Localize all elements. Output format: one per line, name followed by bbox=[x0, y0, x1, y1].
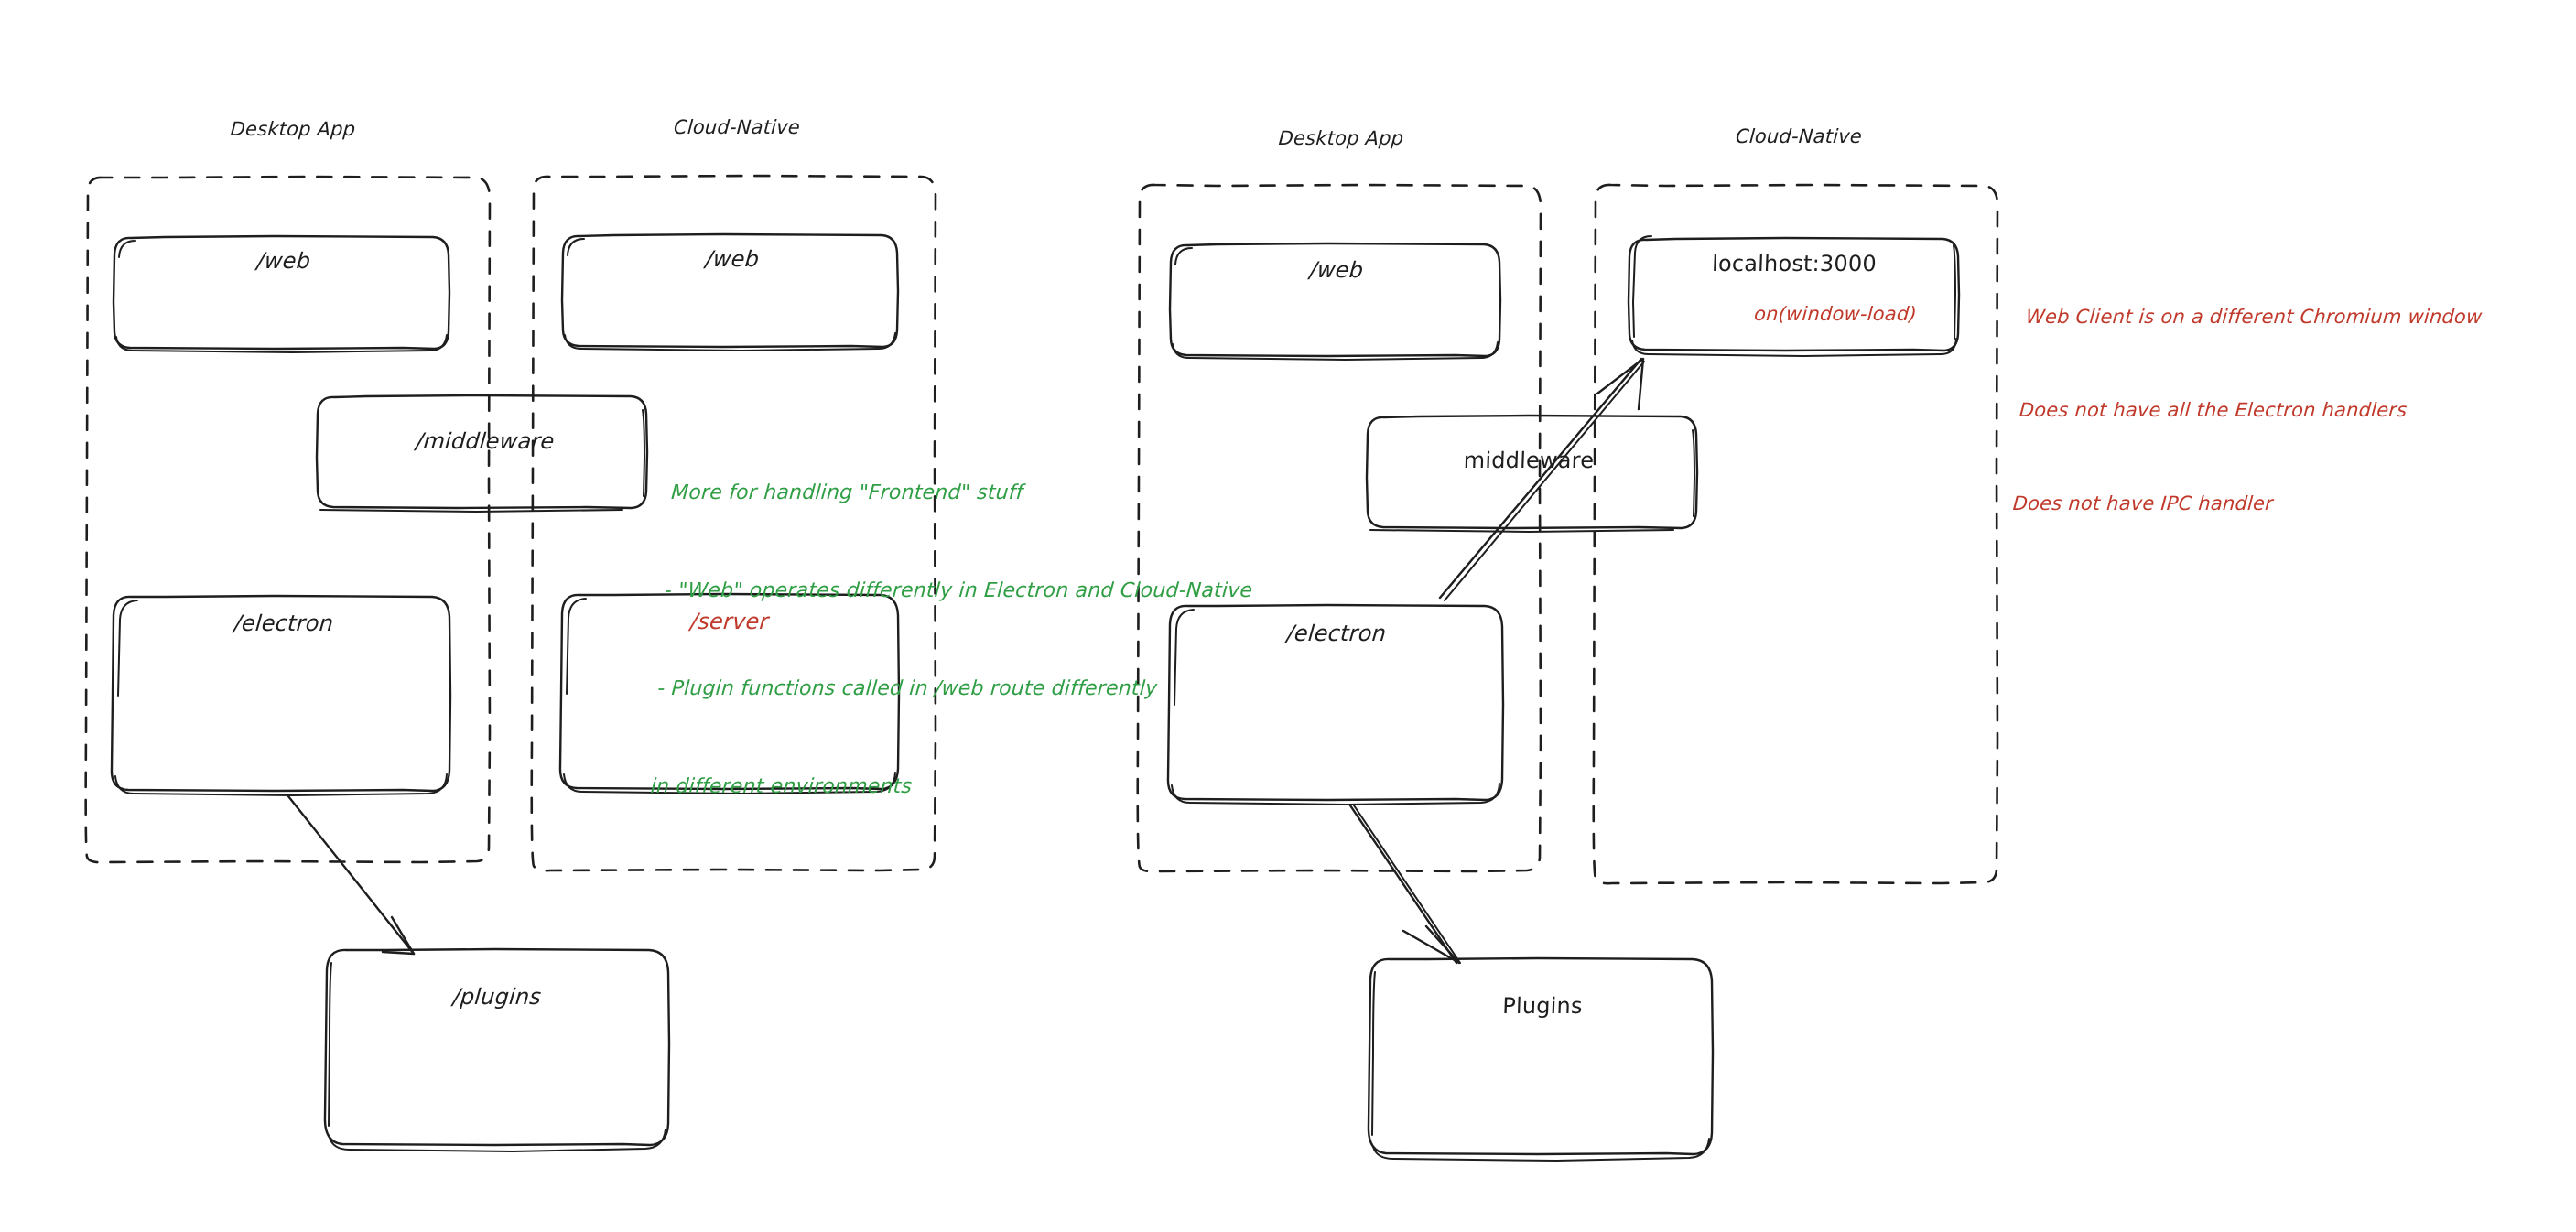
right-localhost-sublabel: on(window-load) bbox=[1753, 303, 1918, 325]
right-middleware-box-overstroke bbox=[1369, 429, 1695, 533]
right-desktop-app-label: Desktop App bbox=[1277, 127, 1405, 149]
left-middleware-label: /middleware bbox=[415, 428, 556, 454]
left-cloud-native-container bbox=[530, 174, 937, 872]
left-plugins-box[interactable] bbox=[323, 947, 671, 1147]
right-electron-box-overstroke bbox=[1171, 609, 1500, 805]
frontend-note-line-4: in different environments bbox=[649, 774, 914, 798]
right-electron-to-localhost-arrow-shaft-2 bbox=[1444, 361, 1645, 601]
right-electron-to-localhost-arrow-shaft bbox=[1438, 357, 1643, 600]
right-desktop-web-box-overstroke bbox=[1172, 247, 1499, 361]
right-plugins-box-overstroke bbox=[1371, 971, 1710, 1162]
right-electron-to-plugins-arrow-shaft-2 bbox=[1353, 805, 1461, 964]
right-electron-to-plugins-arrow-head bbox=[1402, 924, 1461, 965]
left-electron-to-plugins-arrow-head bbox=[381, 915, 416, 956]
left-desktop-web-box-overstroke bbox=[115, 240, 448, 353]
right-plugins-label: Plugins bbox=[1501, 993, 1584, 1019]
left-middleware-box-overstroke bbox=[319, 409, 645, 513]
left-electron-label: /electron bbox=[233, 611, 335, 636]
left-desktop-app-container bbox=[84, 175, 492, 864]
right-electron-to-plugins-arrow-shaft bbox=[1348, 804, 1458, 965]
frontend-note-line-2: - "Web" operates differently in Electron… bbox=[663, 579, 1254, 603]
web-client-note-line-1: Web Client is on a different Chromium wi… bbox=[2025, 306, 2484, 329]
left-plugins-box-overstroke bbox=[328, 962, 666, 1152]
right-middleware-box[interactable] bbox=[1365, 414, 1699, 530]
left-desktop-web-label: /web bbox=[255, 248, 312, 274]
web-client-note: Web Client is on a different Chromium wi… bbox=[2008, 239, 2576, 581]
right-localhost-box[interactable] bbox=[1627, 236, 1961, 352]
left-desktop-app-label: Desktop App bbox=[229, 118, 357, 140]
left-plugins-label: /plugins bbox=[451, 984, 543, 1010]
right-desktop-web-box[interactable] bbox=[1168, 242, 1502, 358]
right-localhost-box-overstroke bbox=[1631, 235, 1957, 357]
left-cloud-web-box-overstroke bbox=[564, 238, 896, 351]
left-electron-box[interactable] bbox=[110, 594, 452, 793]
left-cloud-web-box[interactable] bbox=[560, 232, 900, 349]
left-cloud-native-label: Cloud-Native bbox=[673, 116, 801, 138]
right-electron-box[interactable] bbox=[1166, 603, 1505, 802]
frontend-note: More for handling "Frontend" stuff - "We… bbox=[645, 412, 1410, 869]
right-cloud-native-label: Cloud-Native bbox=[1735, 125, 1863, 147]
left-server-box-overstroke bbox=[563, 598, 896, 794]
right-plugins-box[interactable] bbox=[1367, 956, 1715, 1156]
left-server-box[interactable] bbox=[558, 592, 901, 791]
right-cloud-native-container bbox=[1592, 183, 1999, 885]
right-desktop-app-container bbox=[1136, 183, 1542, 873]
right-electron-to-localhost-arrow-head bbox=[1596, 357, 1645, 411]
right-localhost-label: localhost:3000 bbox=[1711, 251, 1878, 276]
right-desktop-web-label: /web bbox=[1308, 257, 1365, 283]
left-desktop-web-box[interactable] bbox=[112, 234, 451, 351]
right-middleware-label: middleware bbox=[1463, 448, 1595, 473]
frontend-note-line-1: More for handling "Frontend" stuff bbox=[670, 481, 1024, 505]
web-client-note-line-2: Does not have all the Electron handlers bbox=[2019, 399, 2408, 422]
web-client-note-line-3: Does not have IPC handler bbox=[2012, 492, 2274, 515]
left-electron-box-overstroke bbox=[114, 600, 448, 796]
left-middleware-box[interactable] bbox=[315, 394, 649, 510]
left-electron-to-plugins-arrow-shaft bbox=[287, 794, 416, 956]
frontend-note-line-3: - Plugin functions called in /web route … bbox=[656, 677, 1159, 700]
left-cloud-web-label: /web bbox=[704, 246, 761, 272]
